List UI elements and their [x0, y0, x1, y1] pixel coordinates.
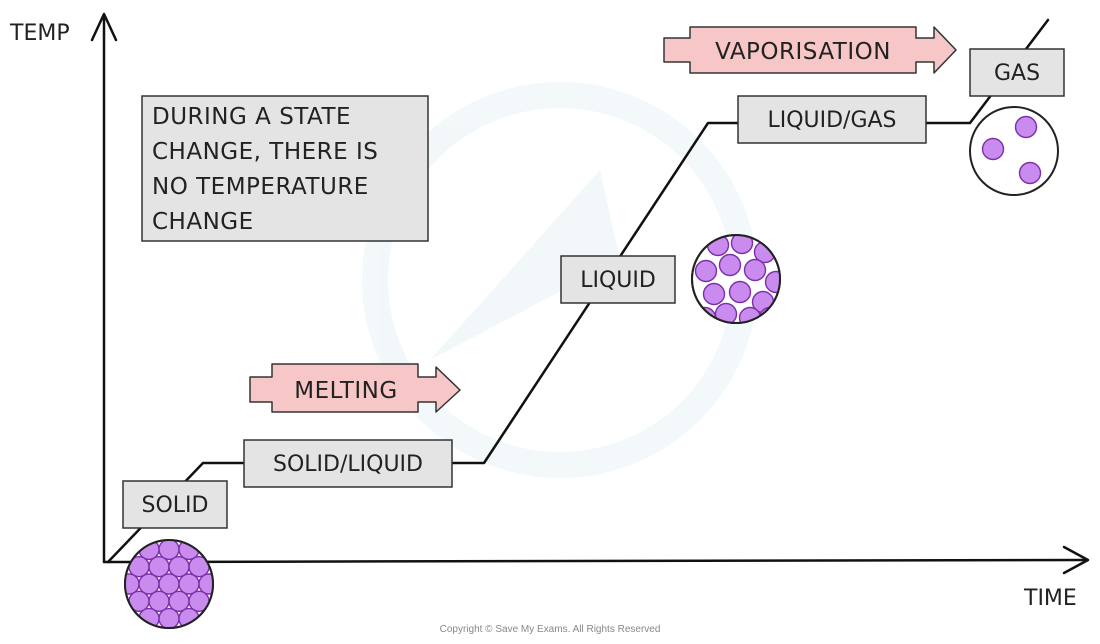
state-label-liquid: LIQUID [580, 268, 656, 293]
particle [168, 590, 190, 612]
solid-particles-diagram [124, 539, 214, 629]
axes [90, 12, 1090, 575]
particle [730, 235, 754, 255]
state-box-liquid: LIQUID [560, 255, 676, 304]
particle [125, 573, 140, 595]
particle [702, 282, 726, 306]
state-label-solid: SOLID [142, 493, 209, 518]
particle [158, 573, 180, 595]
note-line-2: CHANGE, THERE IS [152, 139, 378, 165]
particle [718, 253, 742, 277]
particle [1018, 161, 1042, 185]
state-label-liquid-gas: LIQUID/GAS [767, 108, 896, 133]
particle [158, 607, 180, 628]
note-line-3: NO TEMPERATURE [152, 174, 369, 200]
particle [148, 590, 170, 612]
x-axis-label: TIME [1023, 586, 1077, 611]
y-axis-arrowhead [90, 12, 118, 42]
state-box-solid-liquid: SOLID/LIQUID [243, 439, 453, 488]
particle [706, 235, 730, 257]
particle [714, 302, 738, 323]
particle [728, 280, 752, 304]
particle [168, 556, 190, 578]
melting-arrow: MELTING [249, 363, 461, 413]
state-box-liquid-gas: LIQUID/GAS [737, 95, 927, 144]
process-label-melting: MELTING [294, 378, 397, 404]
state-label-solid-liquid: SOLID/LIQUID [273, 452, 423, 477]
copyright-text: Copyright © Save My Exams. All Rights Re… [440, 624, 661, 635]
gas-particles-diagram [969, 106, 1059, 196]
particle [138, 573, 160, 595]
y-axis-label: TEMP [9, 21, 70, 46]
particle [694, 259, 718, 283]
particle [158, 540, 180, 561]
note-line-4: CHANGE [152, 209, 254, 235]
state-box-solid: SOLID [122, 480, 228, 529]
note-box: DURING A STATE CHANGE, THERE IS NO TEMPE… [141, 95, 429, 242]
vaporisation-arrow: VAPORISATION [663, 26, 957, 74]
liquid-particles-diagram [691, 234, 781, 324]
note-line-1: DURING A STATE [152, 104, 351, 130]
particle [178, 573, 200, 595]
particle [1014, 115, 1038, 139]
particle [758, 306, 780, 323]
particle [743, 258, 767, 282]
particle [764, 270, 780, 294]
state-box-gas: GAS [969, 48, 1065, 97]
state-label-gas: GAS [994, 61, 1040, 86]
x-axis-arrowhead [1062, 545, 1090, 575]
particle [981, 137, 1005, 161]
x-axis [102, 558, 1086, 564]
particle [198, 573, 213, 595]
particle [148, 556, 170, 578]
process-label-vaporisation: VAPORISATION [715, 39, 891, 65]
